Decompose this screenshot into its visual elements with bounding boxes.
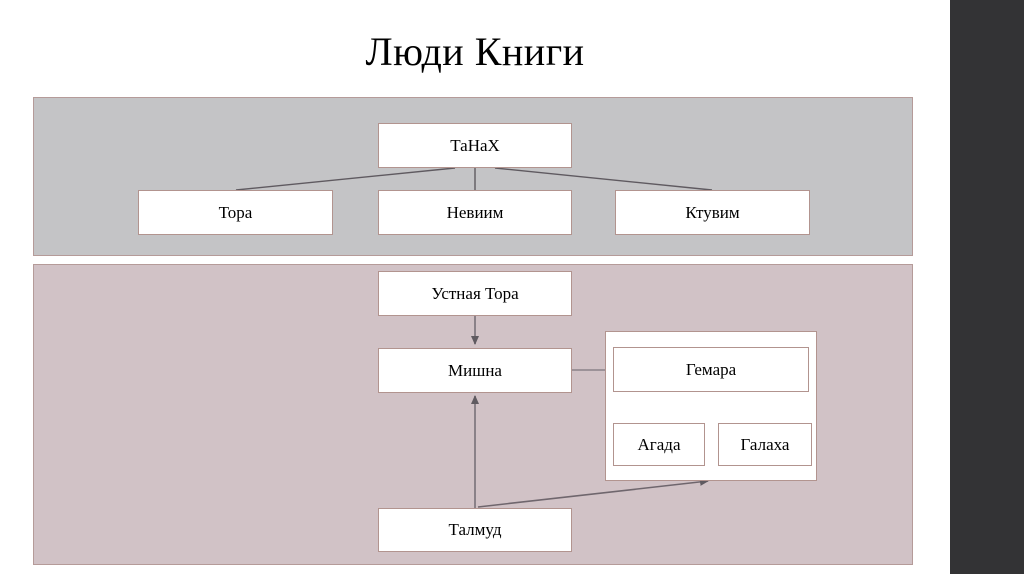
node-gemara[interactable]: Гемара [613, 347, 809, 392]
node-mishna[interactable]: Мишна [378, 348, 572, 393]
node-neviim[interactable]: Невиим [378, 190, 572, 235]
node-torah[interactable]: Тора [138, 190, 333, 235]
node-ktuvim[interactable]: Ктувим [615, 190, 810, 235]
node-agada[interactable]: Агада [613, 423, 705, 466]
node-halakha[interactable]: Галаха [718, 423, 812, 466]
slide-sidebar-accent [950, 0, 1024, 574]
node-tanakh[interactable]: ТаНаХ [378, 123, 572, 168]
page-title: Люди Книги [365, 29, 585, 74]
node-oral-torah[interactable]: Устная Тора [378, 271, 572, 316]
node-talmud[interactable]: Талмуд [378, 508, 572, 552]
